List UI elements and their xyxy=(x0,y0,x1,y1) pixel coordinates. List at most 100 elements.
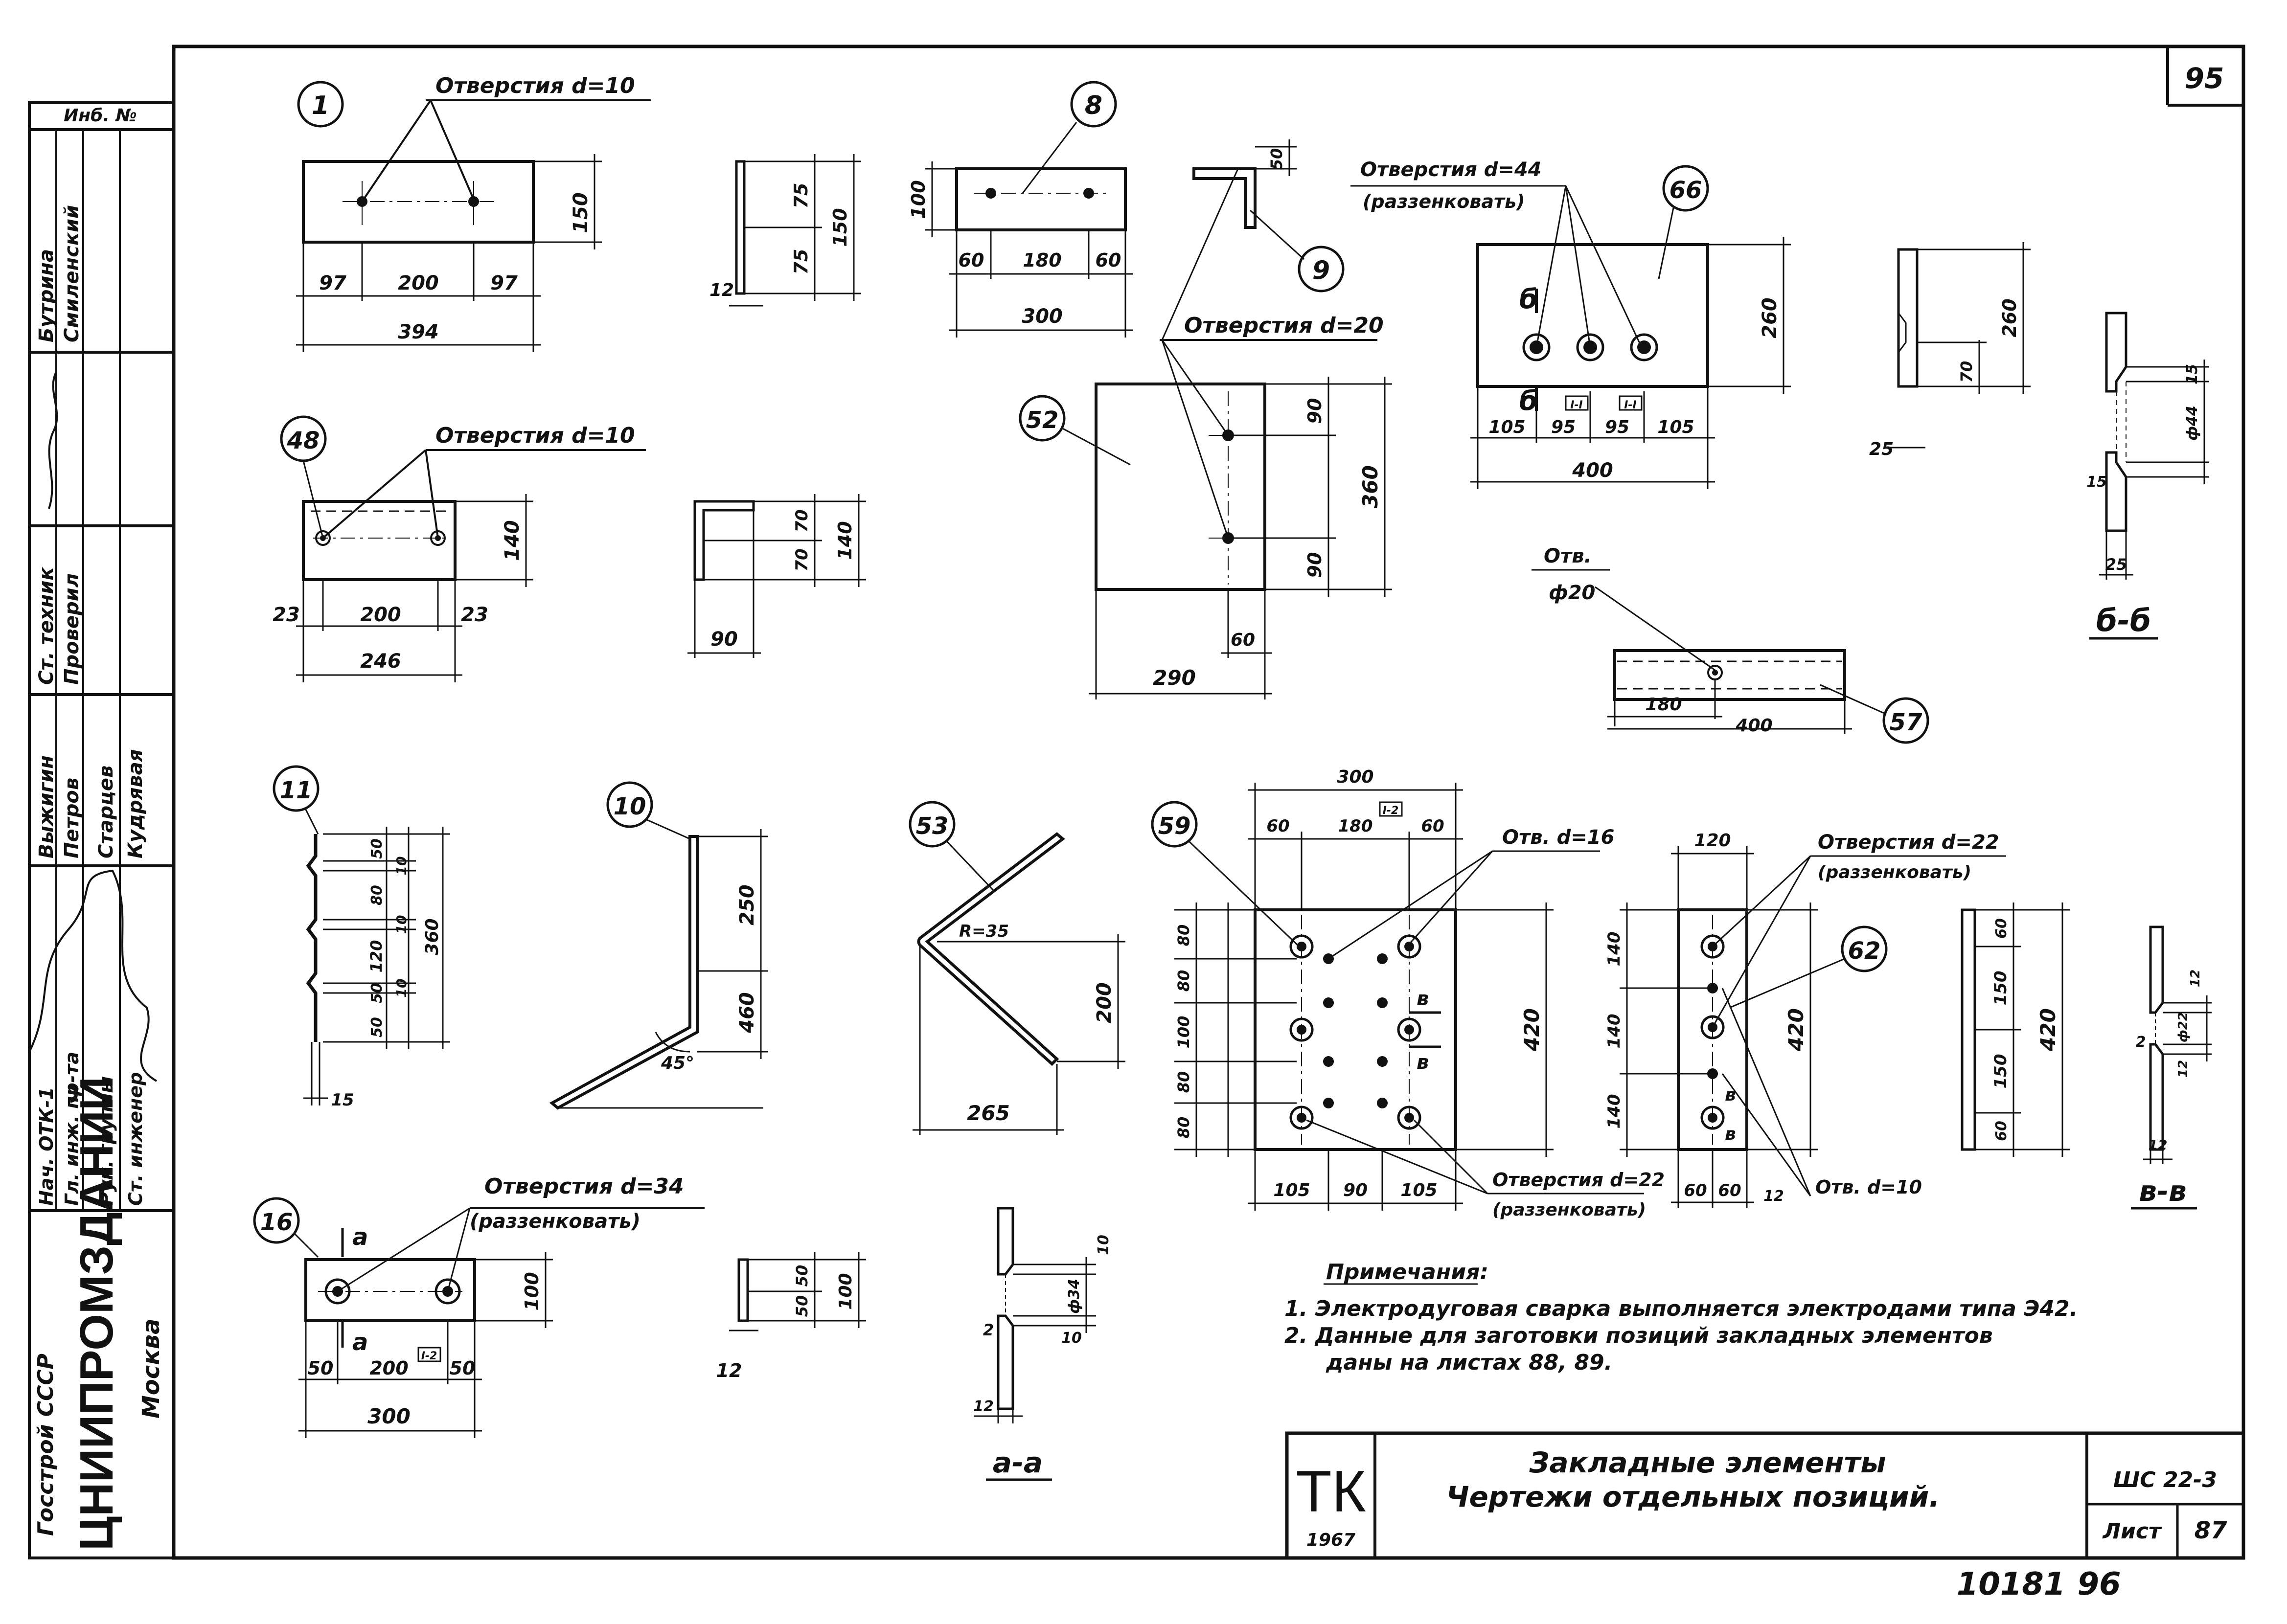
svg-text:80: 80 xyxy=(1174,925,1193,947)
svg-text:10: 10 xyxy=(1095,1235,1112,1255)
svg-text:97: 97 xyxy=(319,272,346,294)
svg-text:100: 100 xyxy=(908,180,929,219)
part-8: 8 100 60 180 60 300 xyxy=(908,81,1133,338)
svg-text:53: 53 xyxy=(916,812,949,840)
svg-text:в-в: в-в xyxy=(2139,1174,2186,1208)
svg-text:100: 100 xyxy=(521,1272,543,1310)
notes-heading: Примечания: xyxy=(1326,1260,1488,1285)
svg-text:48: 48 xyxy=(287,427,320,454)
svg-text:б: б xyxy=(1519,385,1538,416)
stamp-role-3: Нач. ОТК-1 xyxy=(36,1087,57,1206)
svg-text:R=35: R=35 xyxy=(959,922,1009,941)
part-1-side: 75 75 150 12 xyxy=(709,154,861,307)
svg-text:10: 10 xyxy=(393,915,410,934)
svg-text:ф44: ф44 xyxy=(2184,406,2201,441)
part-11: 11 50 10 80 10 120 360 50 10 50 15 xyxy=(273,765,450,1110)
svg-text:90: 90 xyxy=(1343,1180,1368,1200)
svg-text:57: 57 xyxy=(1890,709,1922,736)
svg-text:400: 400 xyxy=(1735,716,1772,736)
svg-text:б: б xyxy=(1519,284,1538,315)
svg-text:66: 66 xyxy=(1670,177,1702,204)
svg-text:105: 105 xyxy=(1400,1180,1437,1200)
note-2: 2. Данные для заготовки позиций закладны… xyxy=(1284,1323,1993,1348)
svg-text:60: 60 xyxy=(959,249,984,271)
part-59: 59 Отв. d=16 в в Отверстия d=22 (раззенк… xyxy=(1151,767,1665,1220)
section-aa: 10 ф34 10 2 12 а-а xyxy=(973,1207,1112,1481)
part-16-side: 50 50 100 12 xyxy=(716,1252,866,1381)
drawing-code: ШС 22-3 xyxy=(2113,1467,2217,1492)
svg-text:11: 11 xyxy=(280,777,313,804)
part-1: 1 Отверстия d=10 97 200 97 394 150 xyxy=(296,73,651,352)
svg-text:15: 15 xyxy=(2086,474,2107,491)
svg-text:12: 12 xyxy=(709,280,734,300)
svg-text:300: 300 xyxy=(367,1404,411,1428)
svg-text:50: 50 xyxy=(1267,148,1286,170)
svg-text:25: 25 xyxy=(1869,439,1894,459)
svg-text:420: 420 xyxy=(1520,1008,1544,1052)
svg-text:60: 60 xyxy=(1421,816,1444,836)
svg-text:60: 60 xyxy=(1718,1181,1741,1200)
svg-text:140: 140 xyxy=(501,520,524,561)
svg-text:360: 360 xyxy=(422,918,442,955)
svg-text:80: 80 xyxy=(368,885,386,905)
note-3: даны на листах 88, 89. xyxy=(1326,1350,1612,1375)
svg-text:12: 12 xyxy=(1763,1188,1784,1205)
part-66: Отверстия d=44 (раззенковать) 66 б б I-I… xyxy=(1350,158,1791,489)
svg-text:420: 420 xyxy=(1784,1008,1808,1052)
svg-text:10: 10 xyxy=(393,857,410,876)
org-ministry: Госстрой СССР xyxy=(33,1353,58,1536)
svg-text:360: 360 xyxy=(1358,465,1382,508)
svg-text:60: 60 xyxy=(1096,249,1121,271)
svg-text:10: 10 xyxy=(614,793,646,820)
svg-text:52: 52 xyxy=(1026,406,1059,434)
stamp-role-6: Ст. инженер xyxy=(125,1072,146,1206)
svg-text:8: 8 xyxy=(1085,91,1102,120)
svg-text:а: а xyxy=(352,1329,368,1356)
part-66-side: 260 70 25 xyxy=(1869,242,2031,459)
part-48-side: 70 70 140 90 xyxy=(687,494,866,658)
svg-text:23: 23 xyxy=(461,604,488,626)
svg-text:Отверстия d=44: Отверстия d=44 xyxy=(1360,158,1542,181)
svg-text:Отв.: Отв. xyxy=(1544,545,1592,567)
svg-text:95: 95 xyxy=(1605,417,1629,437)
svg-text:а: а xyxy=(352,1223,368,1251)
svg-text:Отв. d=10: Отв. d=10 xyxy=(1815,1176,1922,1198)
svg-text:50: 50 xyxy=(368,983,386,1003)
part-16: 16 Отверстия d=34 (раззенковать) а а I-2… xyxy=(253,1174,705,1438)
svg-text:I-I: I-I xyxy=(1624,399,1637,411)
svg-text:I-2: I-2 xyxy=(421,1350,437,1362)
notes: Примечания: 1. Электродуговая сварка вып… xyxy=(1284,1260,2078,1375)
svg-text:60: 60 xyxy=(1266,816,1289,836)
svg-text:16: 16 xyxy=(260,1209,293,1236)
svg-text:60: 60 xyxy=(1993,1121,2010,1141)
section-bb: 15 ф44 15 25 б-б xyxy=(2086,312,2209,640)
svg-text:Отверстия d=22: Отверстия d=22 xyxy=(1492,1169,1665,1191)
svg-text:140: 140 xyxy=(1604,1014,1624,1049)
svg-text:150: 150 xyxy=(829,208,851,247)
svg-text:50: 50 xyxy=(793,1295,811,1317)
svg-text:Отверстия d=10: Отверстия d=10 xyxy=(435,423,635,448)
svg-text:50: 50 xyxy=(793,1265,811,1287)
svg-text:180: 180 xyxy=(1338,816,1373,836)
svg-text:265: 265 xyxy=(967,1101,1010,1125)
svg-text:200: 200 xyxy=(398,272,439,294)
stamp-role-2: Проверил xyxy=(61,573,83,685)
svg-text:70: 70 xyxy=(1957,361,1976,383)
svg-text:250: 250 xyxy=(736,884,758,925)
svg-text:(раззенковать): (раззенковать) xyxy=(1818,862,1971,882)
section-vv: 12 ф22 12 2 12 в-в xyxy=(2131,925,2212,1210)
svg-text:90: 90 xyxy=(1304,552,1326,578)
mark-1: 1 xyxy=(312,91,329,120)
svg-text:Отверстия d=22: Отверстия d=22 xyxy=(1818,831,1999,854)
svg-text:ф20: ф20 xyxy=(1549,582,1595,604)
svg-text:80: 80 xyxy=(1174,1117,1193,1139)
bottom-number-2: 96 xyxy=(2077,1566,2121,1602)
svg-text:105: 105 xyxy=(1273,1180,1310,1200)
svg-text:ф34: ф34 xyxy=(1066,1279,1083,1314)
sheet-number: 95 xyxy=(2185,62,2224,95)
stamp-role-5: Рук. группы xyxy=(95,1076,117,1206)
svg-text:60: 60 xyxy=(1993,918,2010,939)
svg-text:а-а: а-а xyxy=(993,1446,1043,1479)
sheet-value: 87 xyxy=(2195,1517,2227,1544)
part-48: 48 Отверстия d=10 23 200 23 246 140 xyxy=(273,415,646,682)
